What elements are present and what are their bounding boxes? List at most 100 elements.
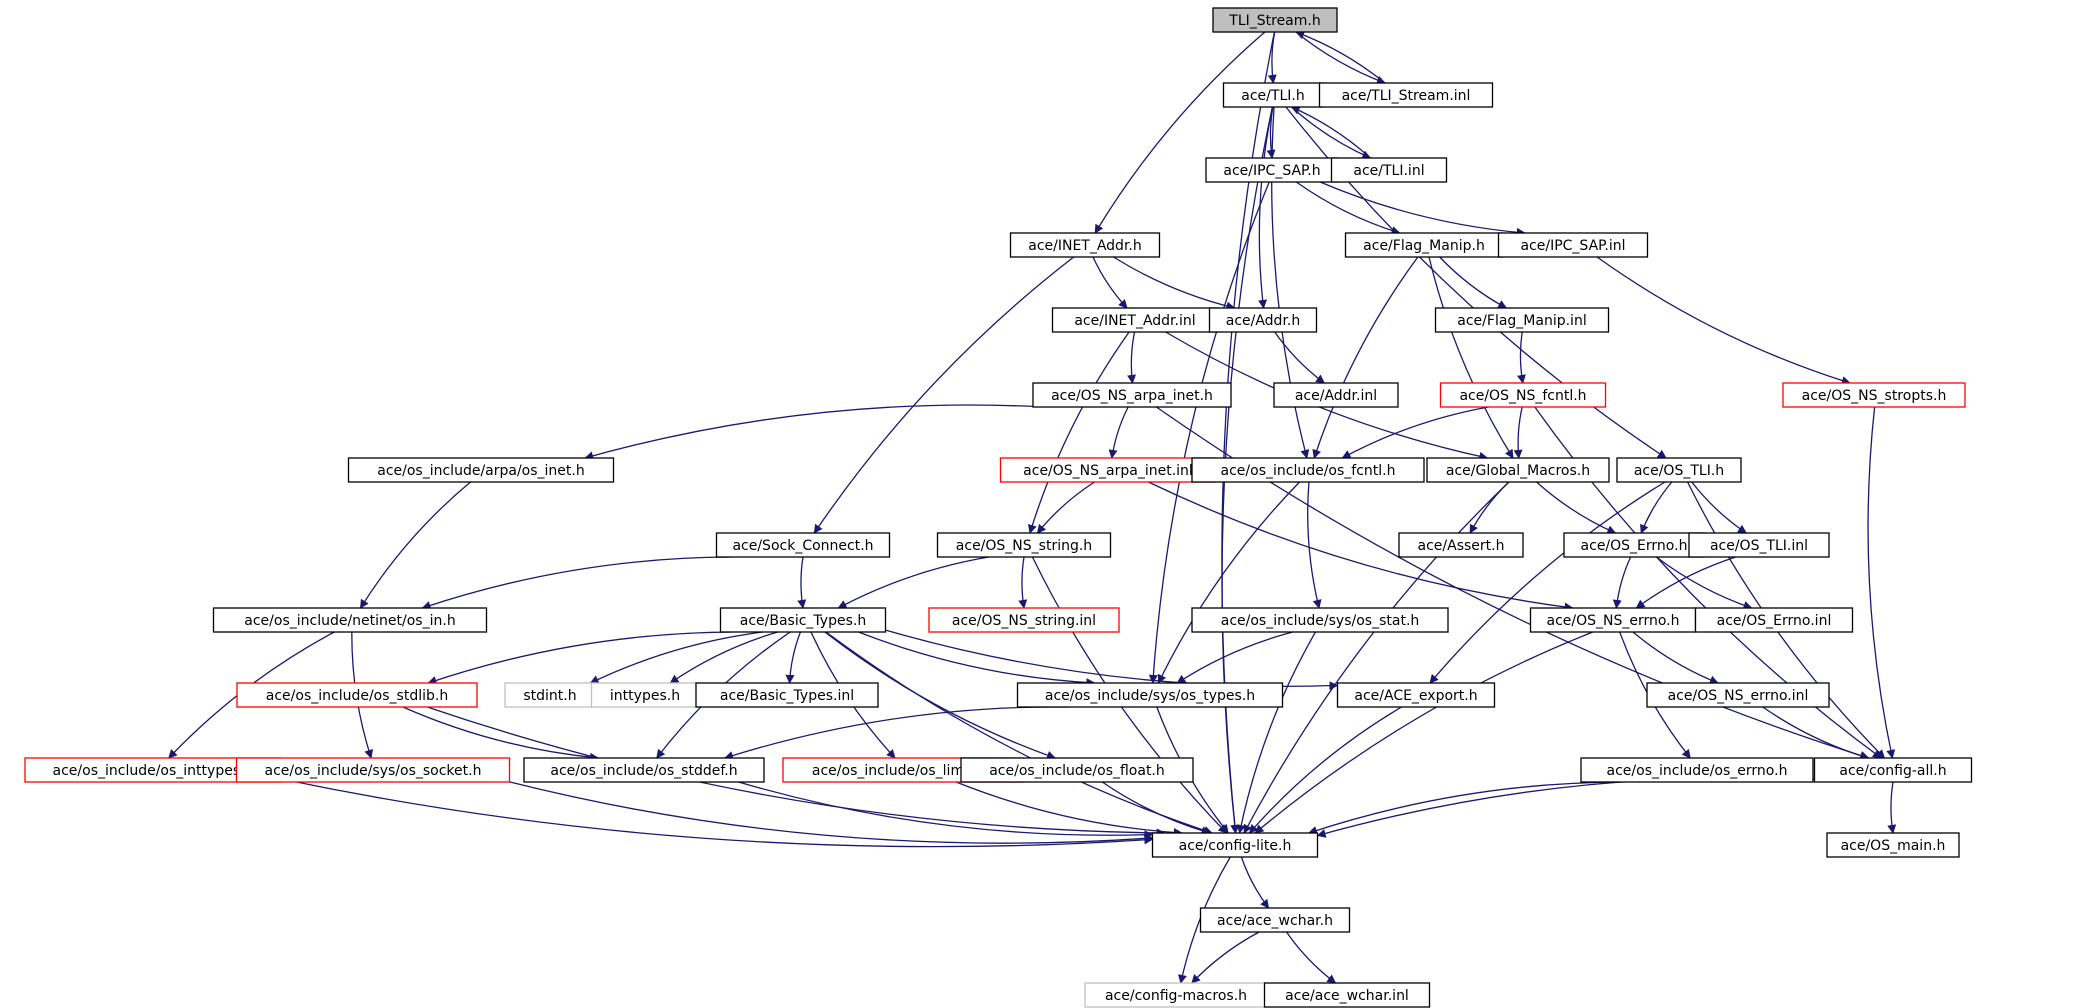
graph-node-os-types-h[interactable]: ace/os_include/sys/os_types.h	[1016, 682, 1284, 708]
graph-node-addr-inl[interactable]: ace/Addr.inl	[1273, 382, 1399, 408]
graph-node-ipc-sap-h[interactable]: ace/IPC_SAP.h	[1205, 157, 1339, 183]
graph-node-addr-h[interactable]: ace/Addr.h	[1208, 307, 1318, 333]
graph-node-os-ns-string-h[interactable]: ace/OS_NS_string.h	[936, 532, 1112, 558]
graph-node-os-errno-inc-h[interactable]: ace/os_include/os_errno.h	[1580, 757, 1814, 783]
edge-addr-h-to-addr-inl	[1274, 331, 1326, 384]
graph-node-inet-addr-h[interactable]: ace/INET_Addr.h	[1009, 232, 1161, 258]
node-box	[1212, 7, 1338, 33]
node-label: stdint.h	[523, 688, 576, 704]
edge-os-ns-errno-h-to-os-ns-errno-inl	[1632, 631, 1719, 685]
edge-config-lite-h-to-ace-wchar-h	[1240, 856, 1270, 909]
graph-node-os-ns-errno-h[interactable]: ace/OS_NS_errno.h	[1529, 607, 1697, 633]
edge-tli-stream-h-to-config-lite-h	[1221, 31, 1276, 834]
graph-node-ace-wchar-h[interactable]: ace/ace_wchar.h	[1199, 907, 1351, 933]
node-label: ace/TLI_Stream.inl	[1342, 88, 1471, 104]
graph-node-tli-h[interactable]: ace/TLI.h	[1222, 82, 1324, 108]
graph-node-os-stddef-h[interactable]: ace/os_include/os_stddef.h	[523, 757, 765, 783]
graph-node-stdint-h[interactable]: stdint.h	[504, 682, 596, 708]
edge-flag-manip-h-to-os-fcntl-h	[1312, 256, 1419, 459]
graph-node-os-tli-inl[interactable]: ace/OS_TLI.inl	[1688, 532, 1830, 558]
node-label: ace/OS_Errno.inl	[1717, 613, 1832, 629]
graph-node-config-lite-h[interactable]: ace/config-lite.h	[1151, 832, 1319, 858]
edge-inet-addr-h-to-sock-connect-h	[813, 256, 1075, 534]
node-layer: TLI_Stream.h ace/TLI.h ace/TLI_Stream.inla…	[24, 7, 1973, 1008]
node-label: ace/OS_TLI.h	[1634, 463, 1724, 479]
edge-sock-connect-h-to-os-in-h	[421, 556, 731, 610]
graph-node-os-ns-string-inl[interactable]: ace/OS_NS_string.inl	[928, 607, 1120, 633]
graph-node-tli-stream-inl[interactable]: ace/TLI_Stream.inl	[1318, 82, 1494, 108]
node-box	[1826, 832, 1960, 858]
graph-node-os-in-h[interactable]: ace/os_include/netinet/os_in.h	[212, 607, 488, 633]
node-box	[1191, 457, 1425, 483]
graph-node-ace-wchar-inl[interactable]: ace/ace_wchar.inl	[1263, 982, 1431, 1008]
node-box	[1434, 307, 1610, 333]
node-box	[1273, 382, 1399, 408]
graph-node-os-errno-h[interactable]: ace/OS_Errno.h	[1563, 532, 1705, 558]
edge-basic-types-h-to-inttypes-h	[669, 631, 778, 684]
graph-node-tli-inl[interactable]: ace/TLI.inl	[1330, 157, 1448, 183]
node-box	[1009, 232, 1161, 258]
edge-os-ns-string-h-to-basic-types-h	[837, 556, 989, 609]
graph-node-os-ns-arpa-inet-inl[interactable]: ace/OS_NS_arpa_inet.inl	[999, 457, 1217, 483]
node-box	[719, 607, 887, 633]
node-box	[1694, 607, 1854, 633]
node-box	[1398, 532, 1524, 558]
graph-node-tli-stream-h[interactable]: TLI_Stream.h	[1212, 7, 1338, 33]
node-label: ace/ace_wchar.h	[1217, 913, 1333, 929]
edge-tli-stream-inl-to-tli-stream-h	[1295, 30, 1386, 84]
graph-node-flag-manip-inl[interactable]: ace/Flag_Manip.inl	[1434, 307, 1610, 333]
node-label: ace/os_include/sys/os_socket.h	[265, 763, 482, 779]
edge-inet-addr-inl-to-global-macros-h	[1165, 331, 1489, 461]
graph-node-os-stat-h[interactable]: ace/os_include/sys/os_stat.h	[1191, 607, 1449, 633]
node-box	[1191, 607, 1449, 633]
graph-node-ace-export-h[interactable]: ace/ACE_export.h	[1336, 682, 1496, 708]
node-box	[1151, 832, 1319, 858]
edge-os-float-h-to-config-lite-h	[1101, 781, 1211, 836]
node-box	[504, 682, 596, 708]
node-label: ace/TLI.inl	[1353, 163, 1424, 179]
graph-node-os-ns-stropts-h[interactable]: ace/OS_NS_stropts.h	[1782, 382, 1966, 408]
graph-node-config-macros-h[interactable]: ace/config-macros.h	[1084, 982, 1268, 1008]
graph-node-os-ns-fcntl-h[interactable]: ace/OS_NS_fcntl.h	[1439, 382, 1607, 408]
graph-node-flag-manip-h[interactable]: ace/Flag_Manip.h	[1344, 232, 1504, 258]
graph-node-ipc-sap-inl[interactable]: ace/IPC_SAP.inl	[1497, 232, 1649, 258]
graph-node-os-socket-h[interactable]: ace/os_include/sys/os_socket.h	[235, 757, 511, 783]
edge-os-stdlib-h-to-config-lite-h	[427, 706, 1166, 838]
node-box	[1032, 382, 1232, 408]
node-label: ace/Flag_Manip.inl	[1457, 313, 1586, 329]
node-label: ace/OS_NS_arpa_inet.inl	[1023, 463, 1193, 479]
graph-node-basic-types-h[interactable]: ace/Basic_Types.h	[719, 607, 887, 633]
graph-node-sock-connect-h[interactable]: ace/Sock_Connect.h	[715, 532, 891, 558]
edge-os-fcntl-h-to-os-stat-h	[1307, 481, 1322, 609]
graph-node-inet-addr-inl[interactable]: ace/INET_Addr.inl	[1051, 307, 1219, 333]
node-box	[1497, 232, 1649, 258]
graph-node-os-inet-h[interactable]: ace/os_include/arpa/os_inet.h	[347, 457, 615, 483]
edge-basic-types-h-to-os-types-h	[858, 631, 1096, 688]
graph-node-config-all-h[interactable]: ace/config-all.h	[1813, 757, 1973, 783]
graph-node-os-ns-errno-inl[interactable]: ace/OS_NS_errno.inl	[1646, 682, 1830, 708]
graph-node-os-tli-h[interactable]: ace/OS_TLI.h	[1616, 457, 1742, 483]
graph-node-basic-types-inl[interactable]: ace/Basic_Types.inl	[695, 682, 879, 708]
edge-os-socket-h-to-config-lite-h	[509, 781, 1154, 844]
edge-tli-h-to-os-fcntl-h	[1271, 106, 1310, 459]
edge-ace-wchar-h-to-ace-wchar-inl	[1285, 931, 1337, 984]
graph-node-global-macros-h[interactable]: ace/Global_Macros.h	[1426, 457, 1610, 483]
node-label: ace/OS_TLI.inl	[1710, 538, 1808, 554]
edge-os-inet-h-to-os-in-h	[359, 481, 471, 609]
graph-node-os-ns-arpa-inet-h[interactable]: ace/OS_NS_arpa_inet.h	[1032, 382, 1232, 408]
edge-inet-addr-inl-to-os-ns-arpa-inet-h	[1127, 331, 1136, 384]
graph-node-os-fcntl-h[interactable]: ace/os_include/os_fcntl.h	[1191, 457, 1425, 483]
node-box	[1439, 382, 1607, 408]
graph-node-os-stdlib-h[interactable]: ace/os_include/os_stdlib.h	[236, 682, 478, 708]
node-label: ace/config-lite.h	[1179, 838, 1292, 854]
node-box	[590, 682, 700, 708]
graph-node-inttypes-h[interactable]: inttypes.h	[590, 682, 700, 708]
node-box	[1426, 457, 1610, 483]
graph-node-os-float-h[interactable]: ace/os_include/os_float.h	[960, 757, 1194, 783]
node-label: ace/TLI.h	[1241, 88, 1304, 104]
edge-os-ns-stropts-h-to-config-all-h	[1867, 406, 1896, 759]
graph-node-os-errno-inl[interactable]: ace/OS_Errno.inl	[1694, 607, 1854, 633]
graph-node-os-main-h[interactable]: ace/OS_main.h	[1826, 832, 1960, 858]
node-box	[928, 607, 1120, 633]
graph-node-assert-h[interactable]: ace/Assert.h	[1398, 532, 1524, 558]
